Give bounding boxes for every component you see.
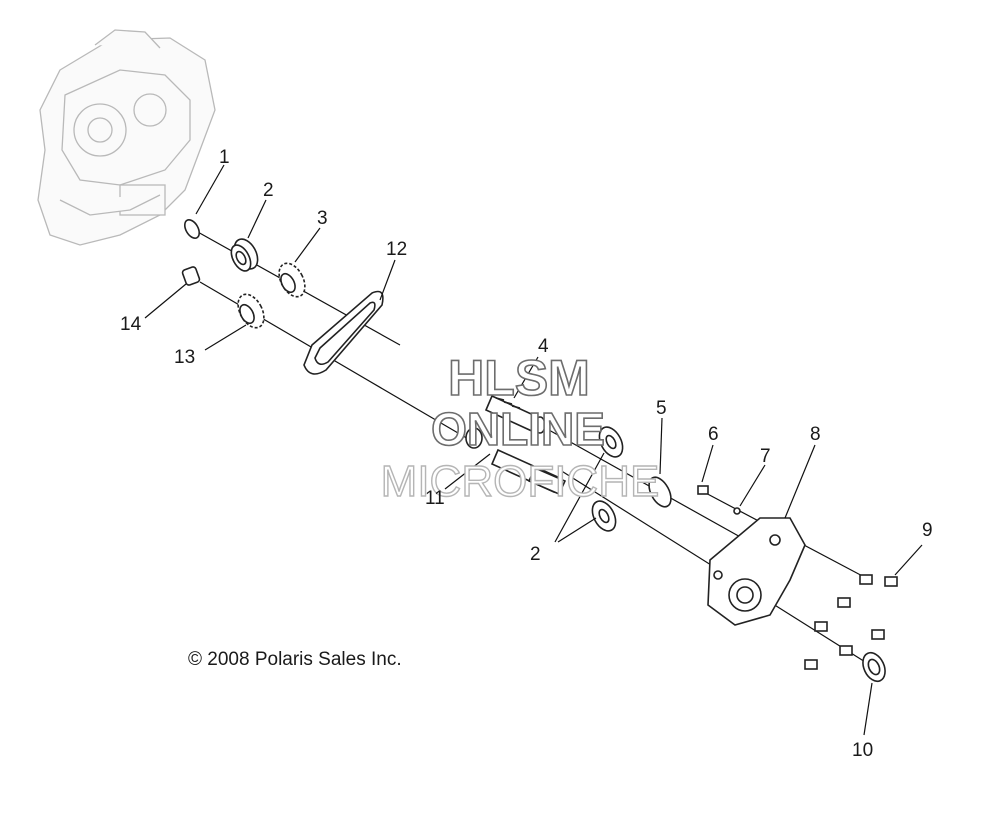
washer-part xyxy=(733,507,741,515)
callout-14: 14 xyxy=(120,314,142,335)
callout-8: 8 xyxy=(810,424,821,445)
watermark: HLSM ONLINE MICROFICHE xyxy=(380,349,660,507)
callout-6: 6 xyxy=(708,424,719,445)
callout-11: 11 xyxy=(425,488,445,509)
snap-ring-part xyxy=(183,219,201,239)
drive-chain-part xyxy=(303,290,384,375)
callout-7: 7 xyxy=(760,446,771,467)
watermark-line-2: ONLINE xyxy=(431,403,605,455)
leader-lines xyxy=(144,164,923,736)
copyright-notice: © 2008 Polaris Sales Inc. xyxy=(188,649,402,670)
gear-part-3 xyxy=(278,262,306,298)
callout-13: 13 xyxy=(174,347,195,368)
bearing-part-pair xyxy=(591,426,624,532)
o-ring-part xyxy=(648,476,672,508)
callout-2: 2 xyxy=(263,180,274,201)
callout-1: 1 xyxy=(219,147,230,168)
callout-2b: 2 xyxy=(530,544,541,565)
callout-12: 12 xyxy=(386,239,407,260)
watermark-line-3: MICROFICHE xyxy=(381,457,660,506)
callout-4: 4 xyxy=(538,336,549,357)
transmission-housing-outline xyxy=(37,29,216,246)
callout-5: 5 xyxy=(656,398,667,419)
gearcase-cover-part xyxy=(707,517,806,626)
callout-10: 10 xyxy=(852,740,873,761)
upper-shaft-part xyxy=(484,394,546,434)
callout-9: 9 xyxy=(922,520,933,541)
watermark-line-1: HLSM xyxy=(448,350,590,406)
bearing-part-top xyxy=(230,238,259,272)
gear-part-13 xyxy=(237,293,265,329)
callout-3: 3 xyxy=(317,208,328,229)
small-bolt-part xyxy=(697,485,709,495)
bushing-part xyxy=(181,266,201,286)
cover-bolts-part xyxy=(804,574,898,670)
lower-shaft-part xyxy=(465,427,567,496)
oil-seal-part xyxy=(862,651,886,683)
callout-labels: 1 2 3 12 14 13 4 5 6 7 8 11 2 9 10 xyxy=(120,147,933,761)
